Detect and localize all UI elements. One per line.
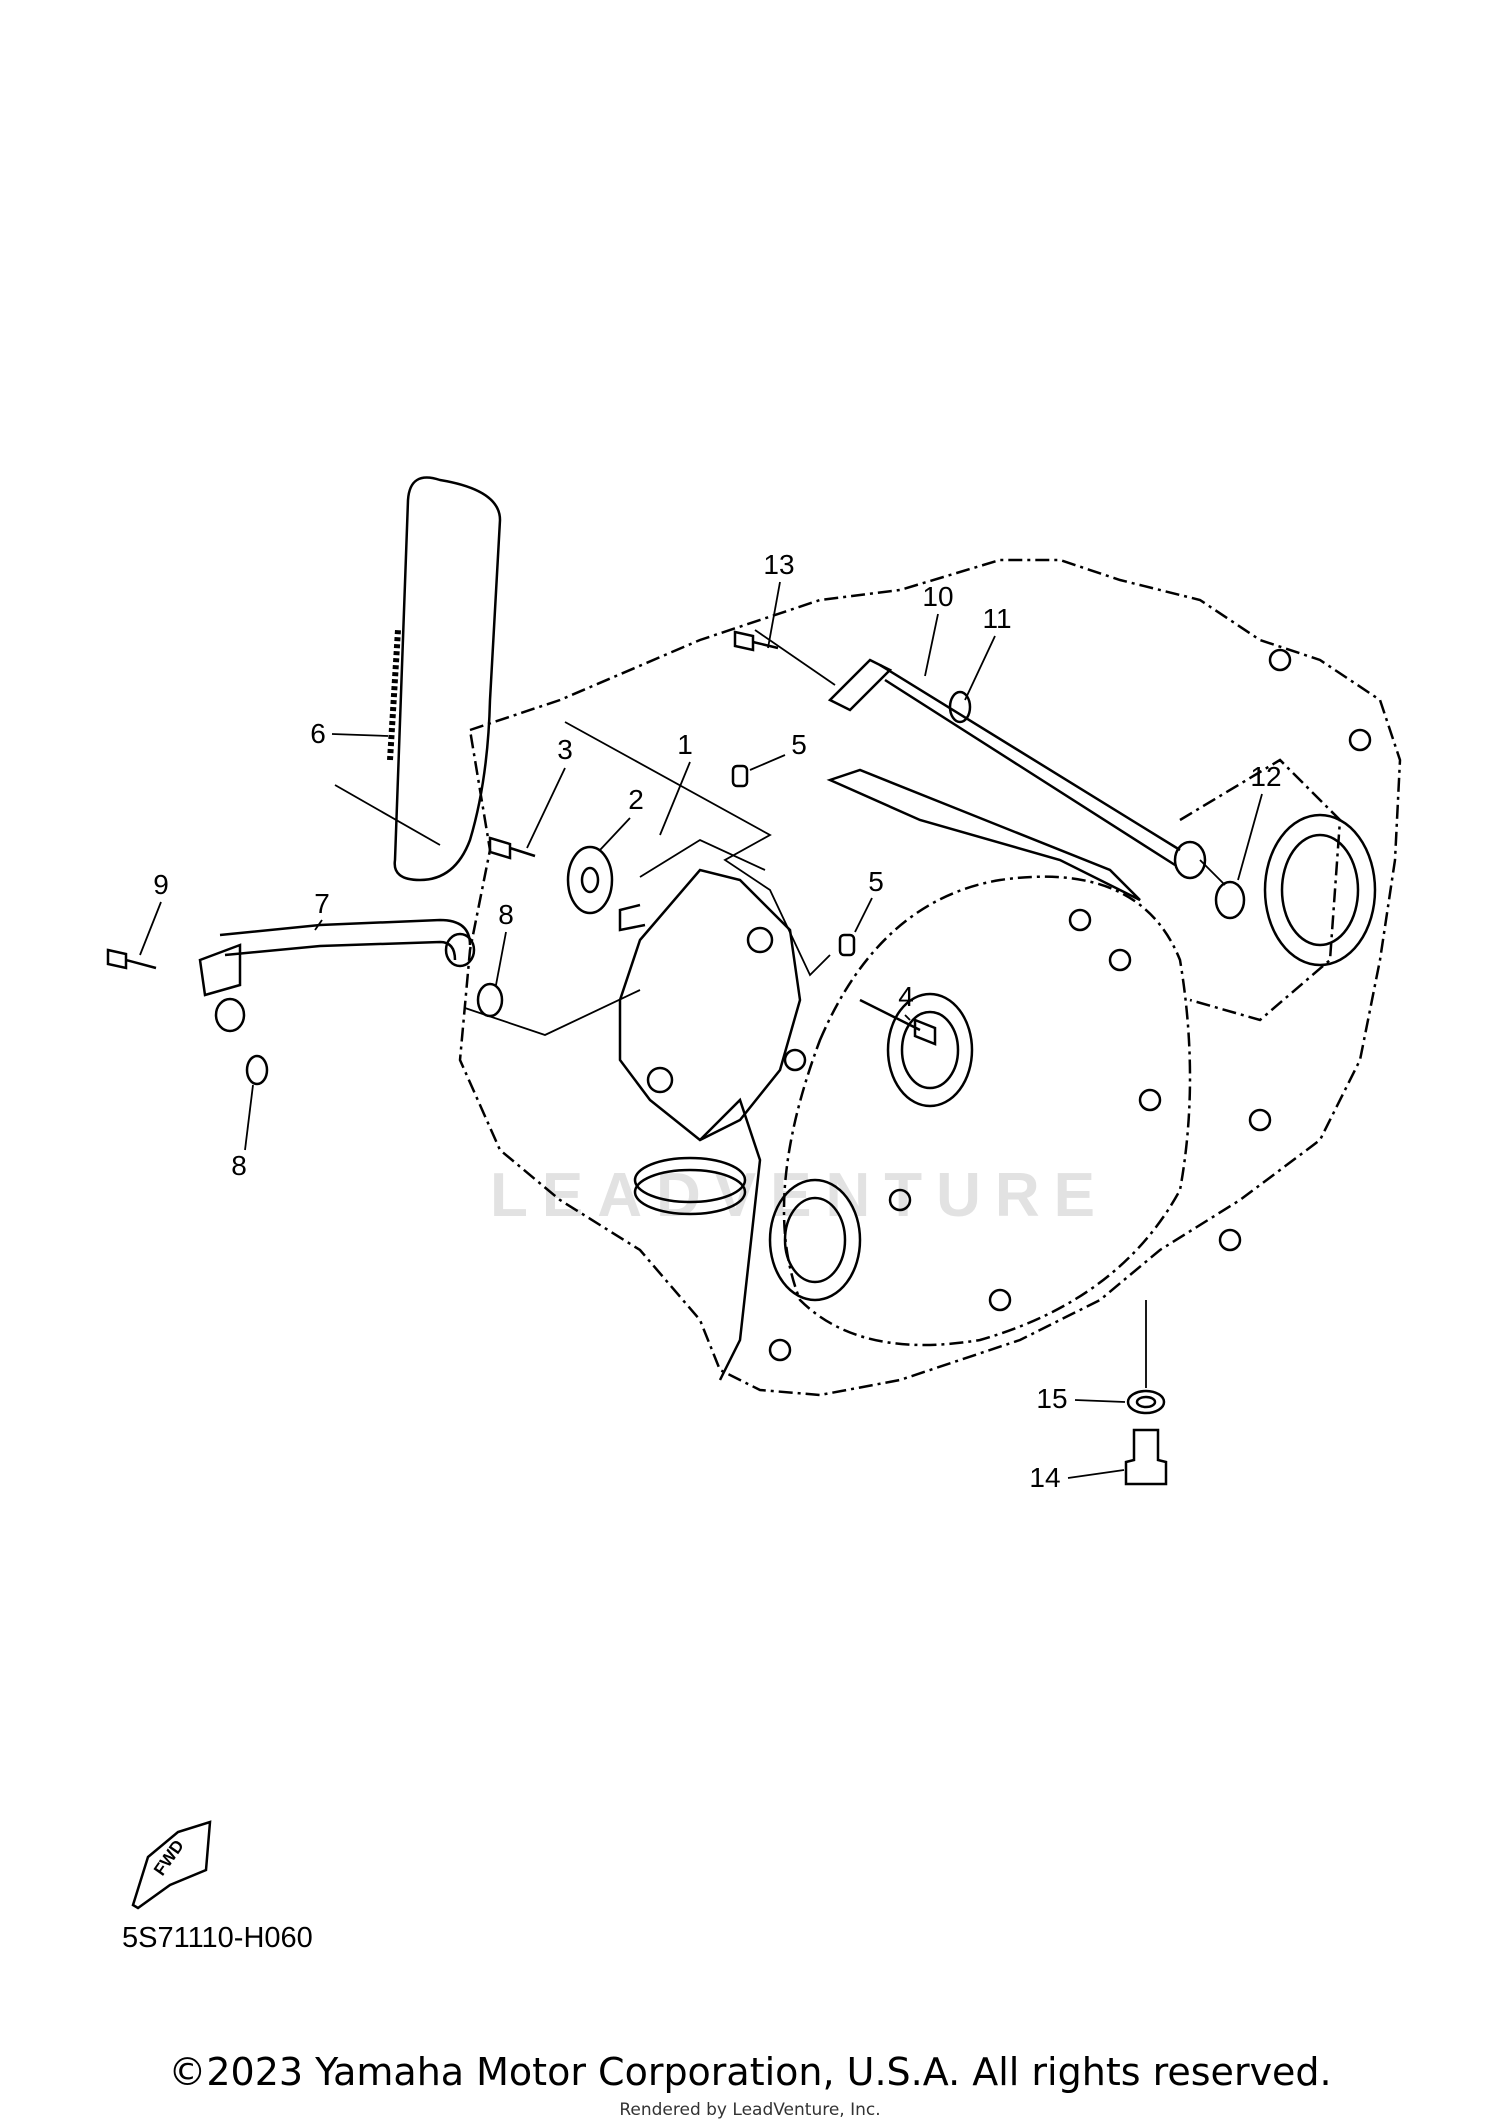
bolt-9 xyxy=(106,948,157,970)
oil-pipe xyxy=(198,918,476,1033)
shaft-10 xyxy=(827,658,1207,880)
oil-pump xyxy=(618,868,807,1216)
callout-12[interactable]: 12 xyxy=(1250,761,1282,792)
callout-5b[interactable]: 5 xyxy=(868,866,884,897)
callout-3[interactable]: 3 xyxy=(557,734,573,765)
callout-6[interactable]: 6 xyxy=(310,718,326,749)
callout-15[interactable]: 15 xyxy=(1036,1383,1068,1414)
cam-chain xyxy=(387,476,502,882)
crankcase-outline xyxy=(458,558,1402,1397)
copyright-notice: ©2023 Yamaha Motor Corporation, U.S.A. A… xyxy=(168,2050,1332,2094)
callout-13[interactable]: 13 xyxy=(763,549,795,580)
callout-9[interactable]: 9 xyxy=(153,869,169,900)
o-ring-8a xyxy=(476,982,504,1018)
dowel-5a xyxy=(731,764,749,788)
o-ring-8b xyxy=(245,1054,269,1086)
o-ring-12 xyxy=(1214,880,1246,920)
rendered-by-notice: Rendered by LeadVenture, Inc. xyxy=(619,2100,881,2120)
bolt-4 xyxy=(859,998,937,1046)
drain-plug-14 xyxy=(1124,1428,1168,1486)
dowel-5b xyxy=(838,933,856,957)
callout-1[interactable]: 1 xyxy=(677,729,693,760)
fwd-arrow-icon xyxy=(131,1820,212,1910)
callout-2[interactable]: 2 xyxy=(628,784,644,815)
leader-lines xyxy=(139,581,1263,1479)
callout-8b[interactable]: 8 xyxy=(231,1150,247,1181)
diagram-code: 5S71110-H060 xyxy=(122,1922,313,1954)
callout-5a[interactable]: 5 xyxy=(791,729,807,760)
callout-7[interactable]: 7 xyxy=(314,888,330,919)
sprocket xyxy=(566,845,614,915)
callout-11[interactable]: 11 xyxy=(982,603,1012,634)
callout-10[interactable]: 10 xyxy=(922,581,954,612)
callout-4[interactable]: 4 xyxy=(898,981,914,1012)
washer-15 xyxy=(1126,1389,1166,1415)
callout-14[interactable]: 14 xyxy=(1029,1462,1061,1493)
bolt-13 xyxy=(733,630,779,652)
callout-8a[interactable]: 8 xyxy=(498,899,514,930)
crankcase-features xyxy=(699,648,1377,1381)
bolt-3 xyxy=(488,836,536,860)
